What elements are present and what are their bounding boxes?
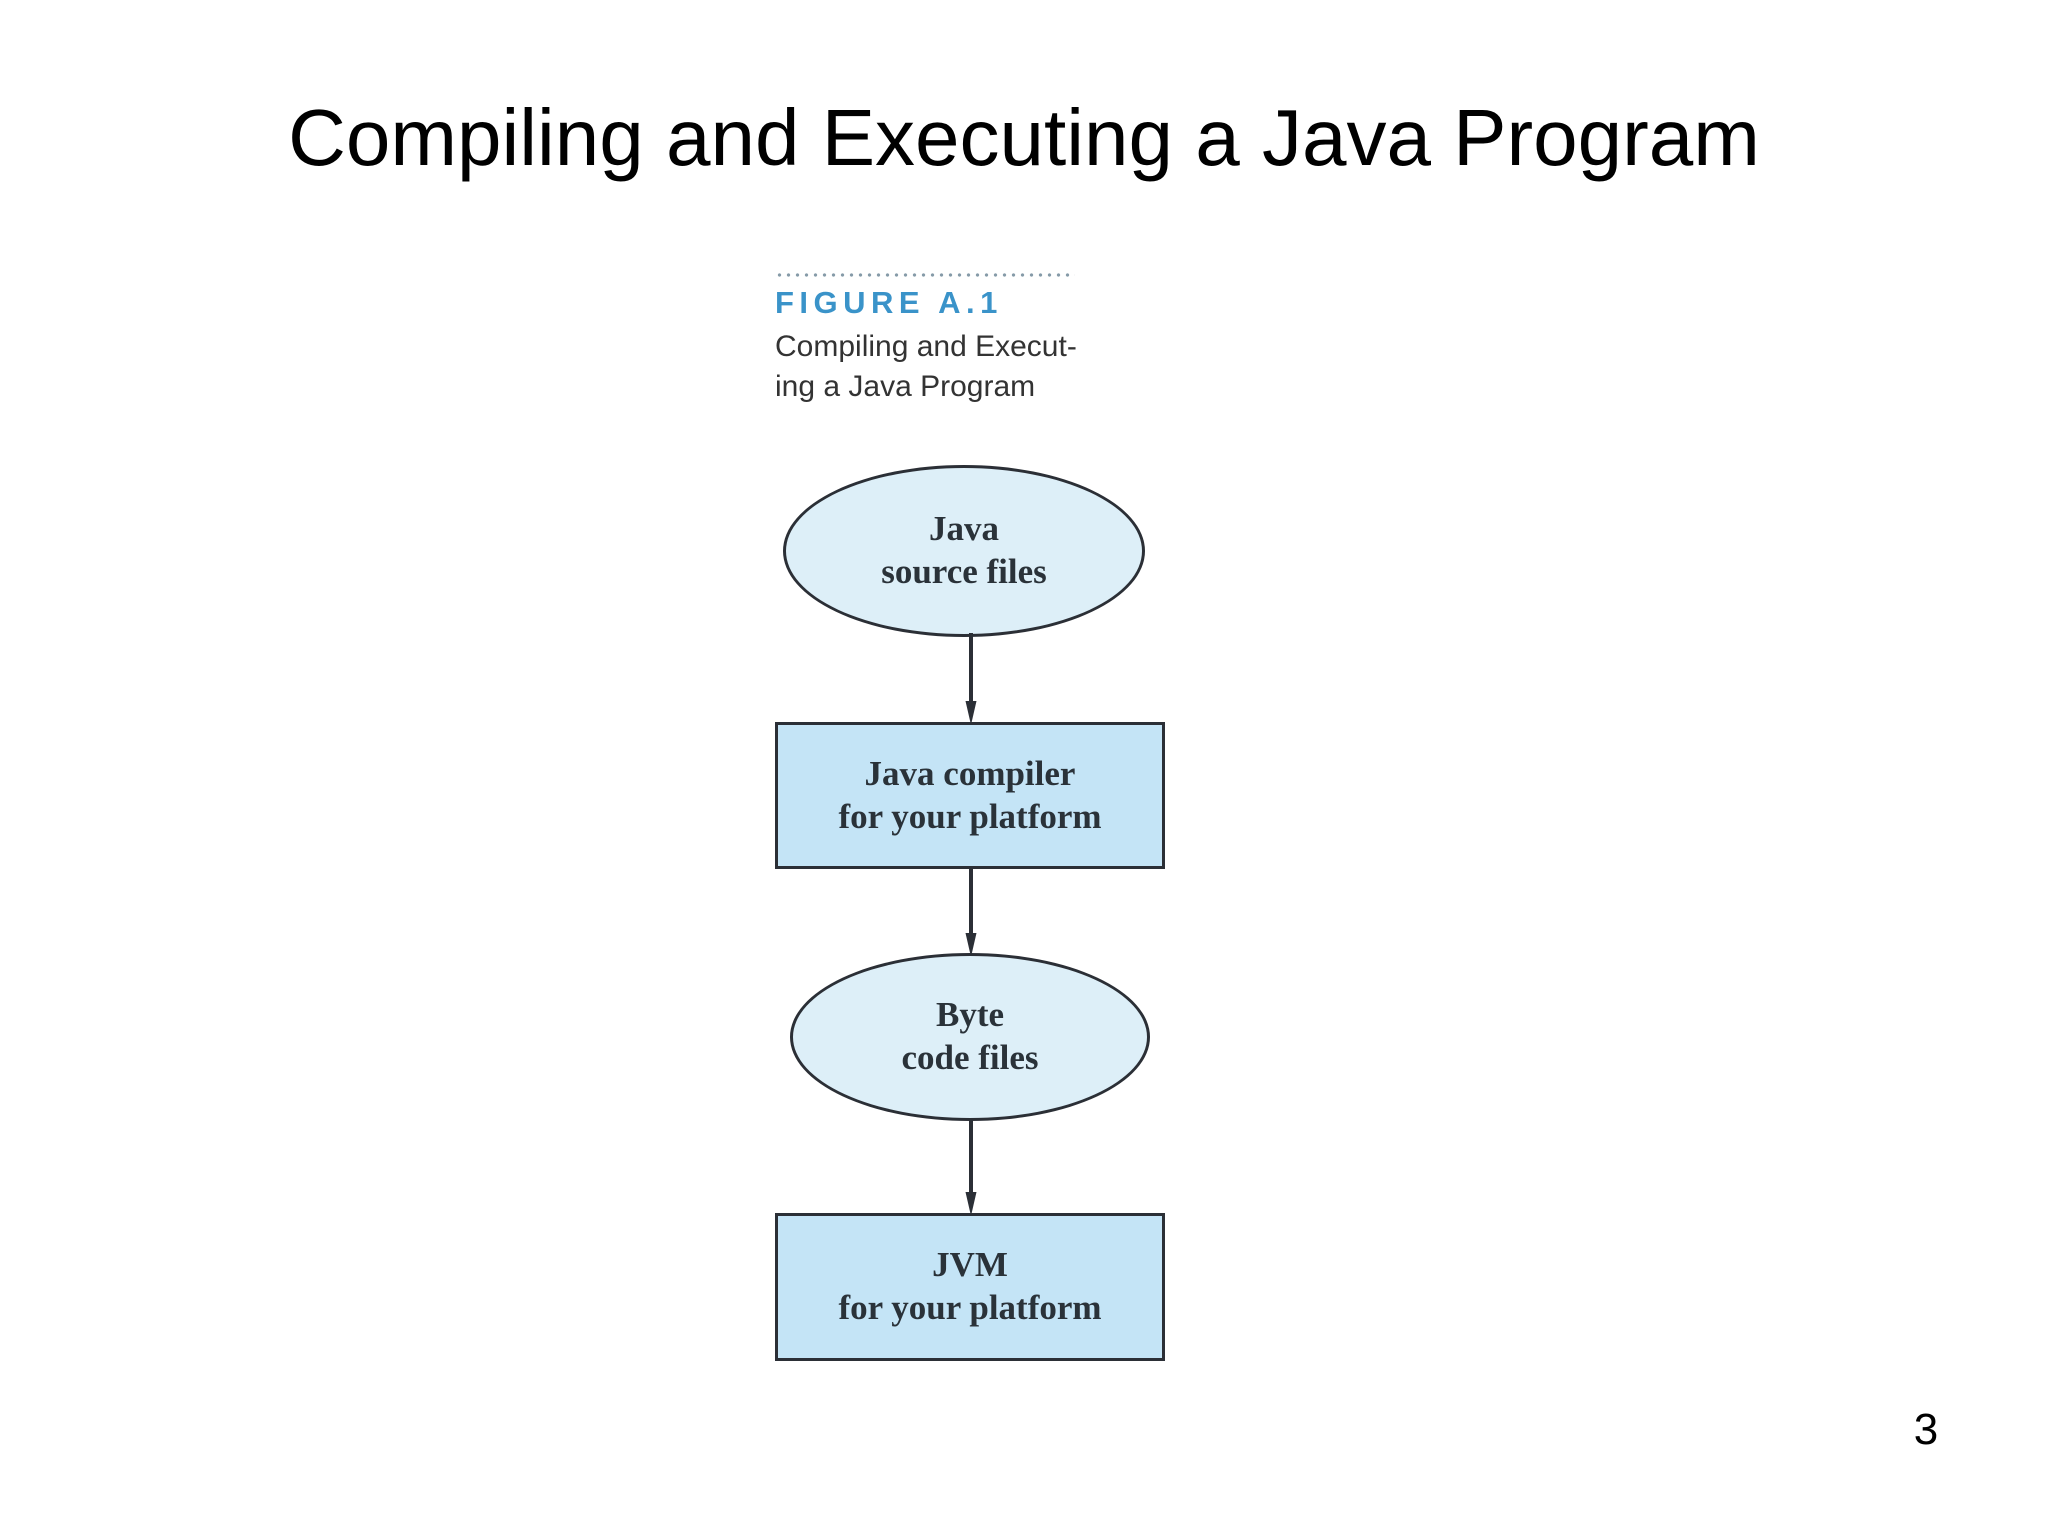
figure-caption: Compiling and Execut- ing a Java Program (775, 330, 1077, 403)
caption-dotted-rule (775, 273, 1075, 277)
diagram-node-byte-code: Byte code files (790, 953, 1150, 1121)
figure-label: FIGURE A.1 (775, 285, 1003, 320)
arrow-bytecode-to-jvm (964, 1118, 978, 1216)
figure-block: FIGURE A.1 Compiling and Execut- ing a J… (760, 265, 1200, 1375)
arrow-source-to-compiler (964, 633, 978, 725)
page-title: Compiling and Executing a Java Program (288, 93, 1760, 182)
diagram-node-java-compiler: Java compiler for your platform (775, 722, 1165, 869)
diagram-node-jvm: JVM for your platform (775, 1213, 1165, 1361)
diagram-node-source-files: Java source files (783, 465, 1145, 637)
page-number: 3 (1913, 1405, 1939, 1454)
arrow-compiler-to-bytecode (964, 867, 978, 957)
